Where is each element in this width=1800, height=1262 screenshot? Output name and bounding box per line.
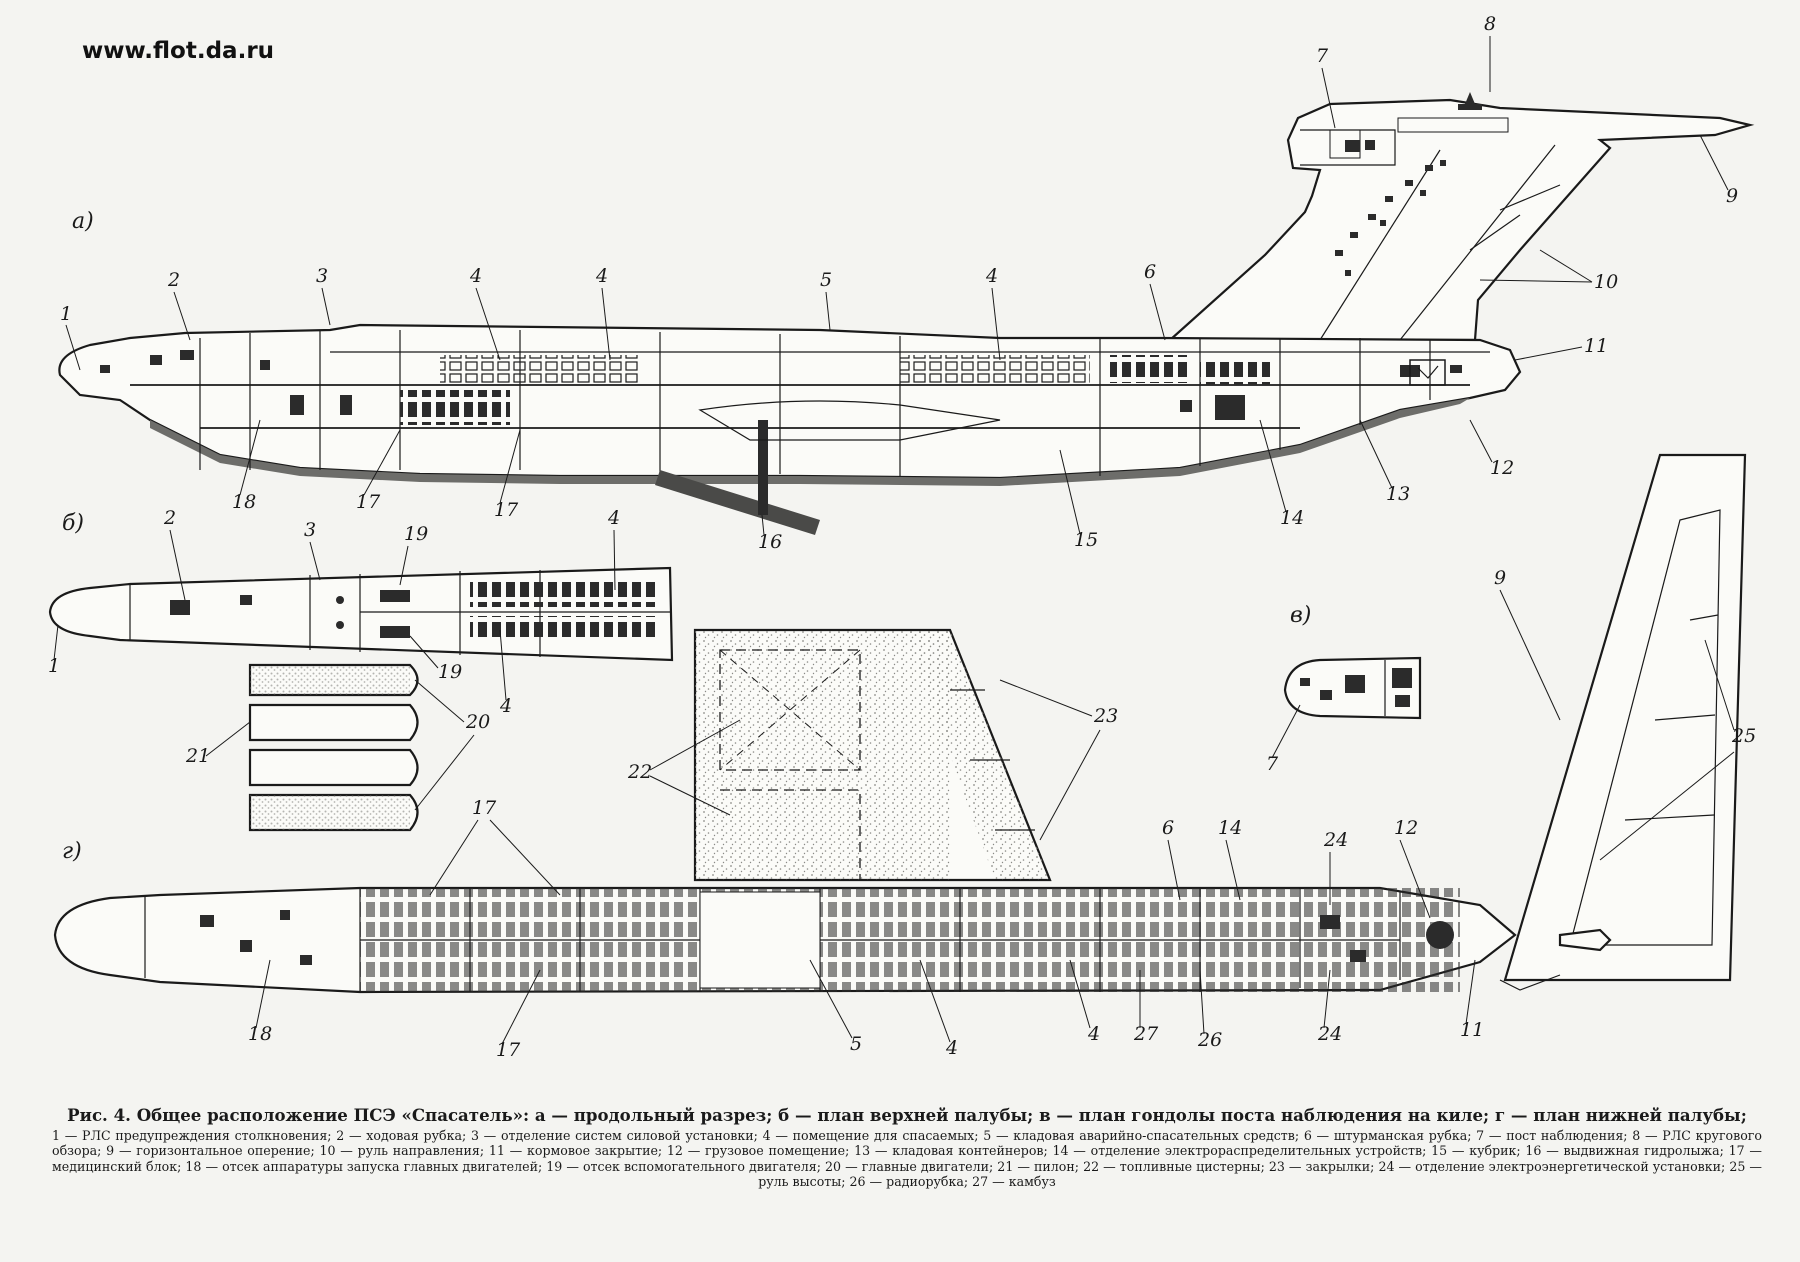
view-v-gondola-plan — [1283, 656, 1422, 720]
view-b-upper-deck-plan — [48, 566, 674, 832]
callout: 26 — [1197, 1029, 1222, 1051]
callout: 6 — [1144, 261, 1156, 283]
callouts-view-g: 17 17 18 5 4 4 6 14 24 24 12 11 27 26 9 … — [248, 567, 1756, 1061]
callout: 9 — [1494, 567, 1506, 589]
callout: 22 — [627, 761, 652, 783]
callout: 12 — [1490, 457, 1514, 479]
callout: 25 — [1731, 725, 1756, 747]
callout: 14 — [1280, 507, 1304, 529]
callout: 27 — [1133, 1023, 1159, 1045]
callout: 18 — [248, 1023, 272, 1045]
callout: 18 — [232, 491, 256, 513]
callout: 2 — [167, 269, 180, 291]
view-g-lower-deck-plan — [53, 886, 1517, 994]
callout: 16 — [758, 531, 782, 553]
general-arrangement-drawing: а) б) в) г) 1 2 3 4 4 5 4 6 7 8 9 10 11 … — [48, 13, 1756, 1061]
callout: 6 — [1162, 817, 1174, 839]
caption-title: Рис. 4. Общее расположение ПСЭ «Спасател… — [67, 1105, 1747, 1125]
callout: 5 — [820, 269, 832, 291]
figure-caption: Рис. 4. Общее расположение ПСЭ «Спасател… — [52, 1104, 1762, 1190]
callout: 2 — [163, 507, 176, 529]
callout: 9 — [1726, 185, 1738, 207]
callout: 4 — [499, 695, 512, 717]
view-label-b: б) — [62, 511, 84, 536]
callout: 15 — [1074, 529, 1098, 551]
callout: 19 — [404, 523, 428, 545]
callout: 11 — [1584, 335, 1608, 357]
callout: 10 — [1594, 271, 1618, 293]
view-a-longitudinal-section — [58, 92, 1755, 535]
callout: 14 — [1218, 817, 1242, 839]
view-label-v: в) — [1290, 603, 1311, 628]
callout: 11 — [1460, 1019, 1484, 1041]
callout: 7 — [1316, 45, 1329, 67]
callout: 21 — [185, 745, 210, 767]
callout: 4 — [1087, 1023, 1100, 1045]
callout: 19 — [438, 661, 462, 683]
callout: 17 — [496, 1039, 521, 1061]
callout: 17 — [472, 797, 497, 819]
view-label-g: г) — [62, 839, 82, 864]
callouts-view-b: 1 2 3 19 19 4 4 20 21 — [48, 507, 620, 811]
callout: 5 — [850, 1033, 862, 1055]
callout: 20 — [465, 711, 490, 733]
callouts-view-v: 7 — [1266, 704, 1301, 775]
callout: 23 — [1093, 705, 1118, 727]
callouts-view-a: 1 2 3 4 4 5 4 6 7 8 9 10 11 12 13 14 15 … — [60, 13, 1738, 553]
callout: 3 — [304, 519, 316, 541]
callout: 4 — [469, 265, 482, 287]
wing-plan — [693, 628, 1052, 882]
callout: 4 — [595, 265, 608, 287]
callout: 3 — [316, 265, 328, 287]
callout: 7 — [1266, 753, 1279, 775]
callout: 12 — [1394, 817, 1418, 839]
callout: 8 — [1484, 13, 1496, 35]
view-labels: а) б) в) г) — [62, 209, 1311, 864]
caption-legend: 1 — РЛС предупреждения столкновения; 2 —… — [52, 1128, 1762, 1190]
callout: 24 — [1323, 829, 1348, 851]
callout: 4 — [945, 1037, 958, 1059]
callout: 1 — [60, 303, 72, 325]
callout: 17 — [494, 499, 519, 521]
callout: 17 — [356, 491, 381, 513]
callout: 1 — [48, 655, 60, 677]
site-watermark: www.flot.da.ru — [82, 38, 275, 64]
horizontal-stabilizer — [1499, 453, 1747, 991]
callout: 4 — [607, 507, 620, 529]
view-label-a: а) — [72, 209, 94, 234]
callout: 4 — [985, 265, 998, 287]
callout: 13 — [1386, 483, 1410, 505]
callout: 24 — [1317, 1023, 1342, 1045]
